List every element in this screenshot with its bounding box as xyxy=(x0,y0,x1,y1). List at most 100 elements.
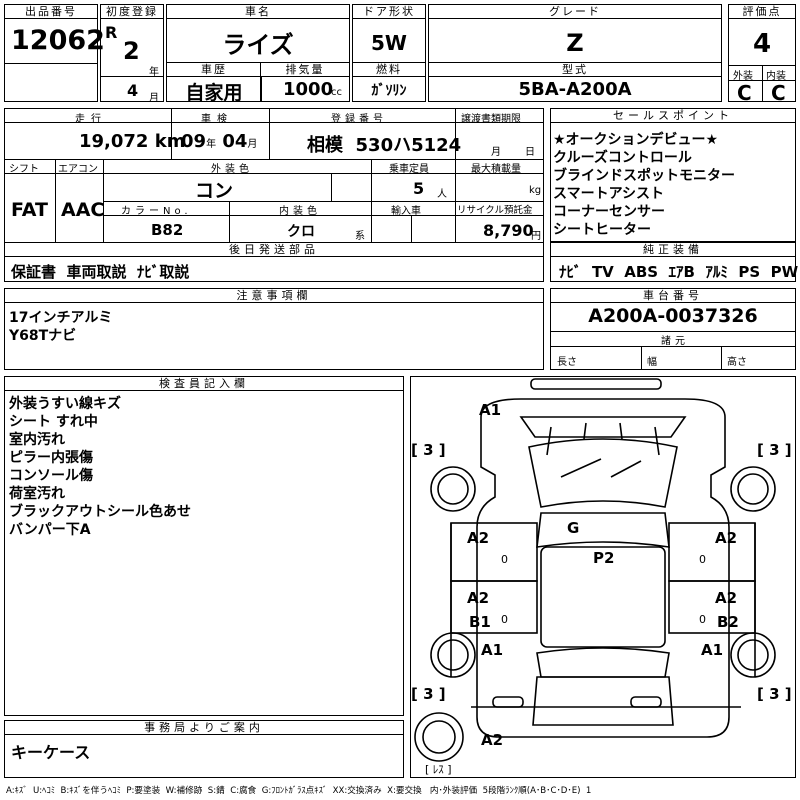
import-label: 輸入車 xyxy=(391,206,421,217)
transfer-month: 月 xyxy=(491,147,501,158)
office-box: 事務局よりご案内 キーケース xyxy=(4,720,404,778)
equip-box: 純正装備 ﾅﾋﾞ TV ABS ｴｱB ｱﾙﾐ PS PW xyxy=(550,242,798,282)
interior-label: 内装 xyxy=(766,71,786,82)
score-box: 評価点 4 外装 内装 C C xyxy=(728,4,796,105)
fuel: ｶﾞｿﾘﾝ xyxy=(371,83,407,99)
lot-number: 12062 xyxy=(11,25,105,56)
era: R xyxy=(105,23,118,42)
inspector-line: 室内汚れ xyxy=(9,432,65,448)
door-label: ドア形状 xyxy=(353,5,425,19)
mark-rear-left-door-b: B1 xyxy=(469,613,491,631)
displacement-label: 排気量 xyxy=(261,63,349,77)
lot-label: 出品番号 xyxy=(5,5,97,19)
later-label: 後日発送部品 xyxy=(5,243,543,257)
specs-label: 諸元 xyxy=(661,336,689,347)
interior-color: クロ xyxy=(287,224,315,240)
later-box: 後日発送部品 保証書 車両取説 ﾅﾋﾞ取説 xyxy=(4,242,544,282)
mark-rear-bumper: A2 xyxy=(481,731,503,749)
inspector-line: ピラー内張傷 xyxy=(9,450,93,466)
interior-grade: C xyxy=(771,81,786,105)
ac-label: エアコン xyxy=(58,164,98,175)
first-reg-box: 初度登録 R 2 年 4 月 xyxy=(100,4,164,104)
mark-rear-right-door-a: A2 xyxy=(715,589,737,607)
first-reg-label: 初度登録 xyxy=(101,5,163,19)
fuel-label: 燃料 xyxy=(353,63,425,77)
recycle-label: リサイクル預託金 xyxy=(457,205,533,216)
office-label: 事務局よりご案内 xyxy=(5,721,403,735)
grade-box: グレード Z xyxy=(428,4,722,64)
caution-label: 注意事項欄 xyxy=(5,289,543,303)
shift: FAT xyxy=(11,199,48,221)
mark-front: A1 xyxy=(479,401,501,419)
exterior-label: 外装 xyxy=(733,71,753,82)
mark-rear-left-fender: A1 xyxy=(481,641,503,659)
history: 自家用 xyxy=(185,82,243,104)
capacity-unit: 人 xyxy=(437,189,447,200)
first-reg-month: 4 xyxy=(127,81,139,100)
model-label: 型式 xyxy=(429,63,721,77)
inspector-line: シート すれ中 xyxy=(9,414,98,430)
load-unit: kg xyxy=(529,185,542,196)
inspector-line: ブラックアウトシール色あせ xyxy=(9,504,191,520)
exterior-color: コン xyxy=(195,180,234,202)
color-number: B82 xyxy=(151,221,184,239)
model-box: 型式 5BA-A200A xyxy=(428,62,722,102)
mark-rear-right-fender: A1 xyxy=(701,641,723,659)
score-label: 評価点 xyxy=(729,5,795,19)
sales-point: クルーズコントロール xyxy=(553,150,692,166)
sales-point: ★オークションデビュー★ xyxy=(553,132,719,148)
mark-tire-fr: [ 3 ] xyxy=(757,441,792,459)
inspector-line: 荷室汚れ xyxy=(9,486,65,502)
inspector-label: 検査員記入欄 xyxy=(5,377,403,391)
mileage: 19,072 km xyxy=(79,131,186,152)
door-type: 5W xyxy=(371,31,407,55)
color-label: 外装色 xyxy=(211,164,253,175)
recycle-unit: 円 xyxy=(531,231,541,242)
mileage-label: 走行 xyxy=(75,114,107,125)
sales-box: セールスポイント ★オークションデビュー★ クルーズコントロールブラインドスポット… xyxy=(550,108,796,242)
inspector-list: 外装うすい線キズシート すれ中室内汚れピラー内張傷コンソール傷荷室汚れブラックア… xyxy=(9,395,191,539)
month-unit: 月 xyxy=(149,93,159,104)
ac: AAC xyxy=(61,199,105,221)
displacement: 1000 xyxy=(283,79,334,100)
car-name-label: 車名 xyxy=(167,5,349,19)
mark-zero-l1: 0 xyxy=(501,553,508,566)
chassis-box: 車台番号 A200A-0037326 諸元 長さ 幅 高さ xyxy=(550,288,796,370)
chassis-label: 車台番号 xyxy=(551,289,795,303)
inspector-box: 検査員記入欄 外装うすい線キズシート すれ中室内汚れピラー内張傷コンソール傷荷室… xyxy=(4,376,404,716)
sales-point: スマートアシスト xyxy=(553,186,665,202)
mark-rear-left-door-a: A2 xyxy=(467,589,489,607)
sales-point: シートヒーター xyxy=(553,222,651,238)
car-name-box: 車名 ライズ xyxy=(166,4,350,64)
inspection-date: 09年 04月 xyxy=(181,131,258,152)
office-note: キーケース xyxy=(11,743,91,762)
first-reg-year: 2 xyxy=(123,37,140,65)
car-diagram-svg: A1 A2 A2 G P2 A2 B1 A2 B2 A1 A1 A2 [ 3 ]… xyxy=(411,378,792,776)
sales-point: ブラインドスポットモニター xyxy=(553,168,735,184)
shift-label: シフト xyxy=(9,164,39,175)
score: 4 xyxy=(752,29,772,59)
equip-label: 純正装備 xyxy=(551,243,795,257)
chassis-number: A200A-0037326 xyxy=(588,305,758,327)
mark-spare: [ ﾚｽ ] xyxy=(425,763,452,776)
length-label: 長さ xyxy=(557,357,577,368)
grade: Z xyxy=(566,29,584,57)
later-parts: 保証書 車両取説 ﾅﾋﾞ取説 xyxy=(11,263,190,281)
mark-front-right-door: A2 xyxy=(715,529,737,547)
damage-diagram: A1 A2 A2 G P2 A2 B1 A2 B2 A1 A1 A2 [ 3 ]… xyxy=(410,376,796,778)
height-label: 高さ xyxy=(727,357,747,368)
row2-box: 走行 車検 登録番号 譲渡書類期限 19,072 km 09年 04月 相模 5… xyxy=(4,108,544,244)
mark-roof: P2 xyxy=(593,549,614,567)
color-no-label: カラーNo. xyxy=(121,206,192,217)
sales-point: コーナーセンサー xyxy=(553,204,665,220)
recycle-fee: 8,790 xyxy=(483,221,534,240)
inspector-line: 外装うすい線キズ xyxy=(9,396,121,412)
int-color-label: 内装色 xyxy=(279,206,321,217)
plate-number: 相模 530ハ5124 xyxy=(307,135,462,156)
mark-zero-r1: 0 xyxy=(699,553,706,566)
mark-rear-right-door-b: B2 xyxy=(717,613,739,631)
sales-label: セールスポイント xyxy=(551,109,795,123)
sales-list: ★オークションデビュー★ クルーズコントロールブラインドスポットモニタースマートア… xyxy=(553,131,735,239)
capacity: 5 xyxy=(413,179,425,198)
